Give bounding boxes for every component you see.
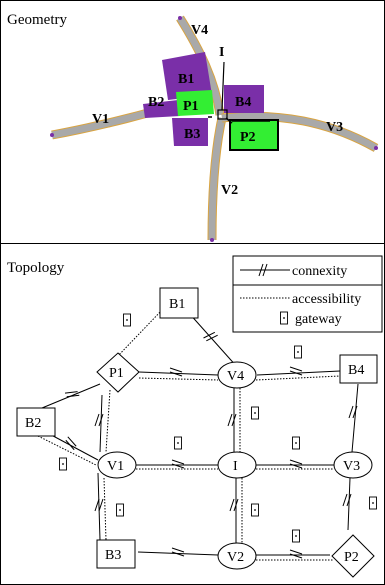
label-v1: V1 (92, 112, 109, 127)
node-p2 (331, 534, 375, 578)
node-b1 (159, 287, 199, 319)
node-p1-label: P1 (109, 366, 124, 381)
building-b2 (143, 100, 180, 118)
node-v4 (217, 361, 257, 389)
road-v2 (208, 117, 226, 241)
legend: connexity accessibility gateway (232, 255, 383, 333)
node-b3 (96, 539, 136, 569)
label-b1: B1 (178, 72, 194, 87)
node-v1-label: V1 (107, 459, 124, 474)
geometry-title: Geometry (7, 12, 67, 28)
node-b4-label: B4 (348, 363, 364, 378)
nodes: B1 P1 V4 B4 B2 V1 I V3 B3 V2 P2 (16, 287, 378, 578)
node-i-label: I (233, 459, 238, 474)
label-p2: P2 (240, 130, 256, 145)
node-b4 (339, 354, 378, 384)
plaza-p1 (176, 90, 214, 116)
accessibility-edges (37, 309, 341, 561)
road-v3 (221, 112, 378, 152)
node-v4-label: V4 (227, 369, 244, 384)
node-v3-label: V3 (343, 459, 360, 474)
legend-gateway-icon (280, 311, 288, 325)
topology-title: Topology (7, 260, 65, 276)
legend-accessibility: accessibility (292, 292, 361, 307)
node-b2 (16, 407, 56, 437)
label-b3: B3 (184, 127, 200, 142)
node-p2-label: P2 (344, 550, 359, 565)
plazas (176, 90, 279, 151)
label-b4: B4 (235, 95, 251, 110)
gateways (59, 313, 377, 543)
label-v4: V4 (191, 23, 208, 38)
label-i: I (219, 45, 224, 60)
label-v2: V2 (221, 183, 238, 198)
node-i (217, 451, 257, 479)
building-b3 (172, 118, 208, 146)
label-v3: V3 (326, 120, 343, 135)
legend-connexity: connexity (292, 264, 347, 279)
node-b1-label: B1 (169, 297, 185, 312)
node-b2-label: B2 (25, 416, 41, 431)
connexity-edges (41, 311, 359, 556)
building-b4 (224, 85, 264, 113)
label-p1: P1 (183, 99, 199, 114)
node-v2-label: V2 (227, 550, 244, 565)
node-v3 (333, 451, 373, 479)
node-p1 (96, 352, 140, 393)
node-v1 (97, 451, 137, 479)
label-b2: B2 (148, 95, 164, 110)
plaza-p2 (229, 119, 279, 151)
buildings (143, 52, 264, 146)
panel-divider (0, 243, 385, 244)
node-v2 (217, 542, 257, 570)
node-b3-label: B3 (105, 548, 121, 563)
legend-gateway: gateway (295, 312, 342, 327)
building-b1 (162, 52, 212, 100)
